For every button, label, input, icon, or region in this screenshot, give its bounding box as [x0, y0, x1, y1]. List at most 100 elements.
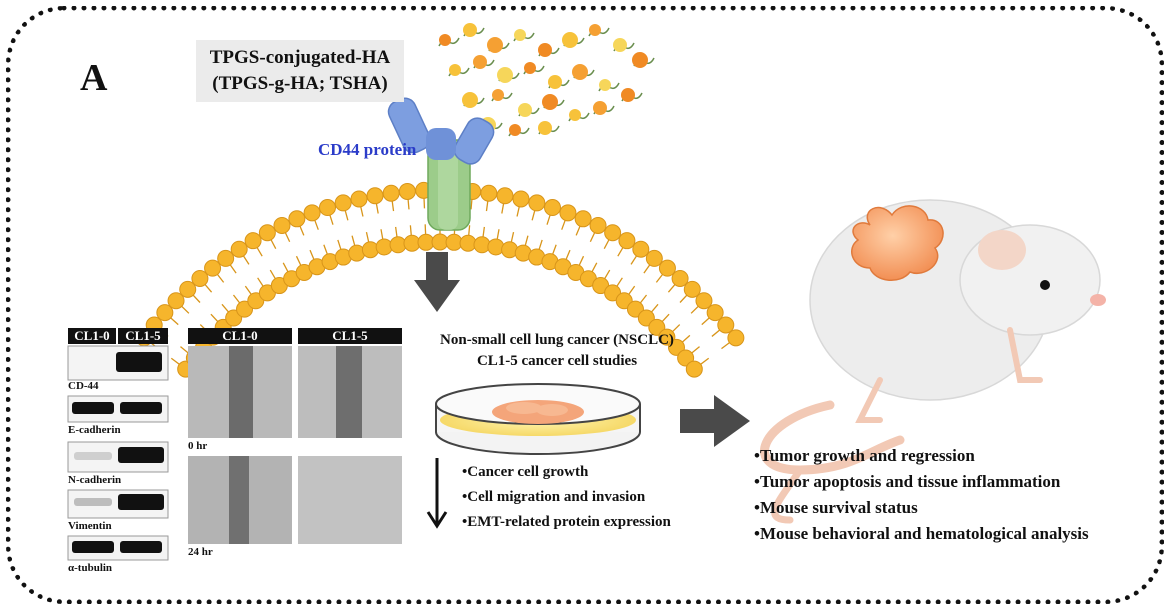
lipid-head [512, 190, 530, 208]
polymer-bead [613, 38, 627, 52]
lipid-head [350, 190, 368, 208]
polymer-bead [562, 32, 578, 48]
mouse-illustration [760, 199, 1106, 524]
lipid-head [366, 187, 384, 205]
lipid-head [319, 199, 337, 217]
migration-time-label: 24 hr [188, 546, 213, 558]
lipid-head [528, 194, 546, 212]
migration-column-header: CL1-5 [298, 328, 402, 344]
migration-time-label: 0 hr [188, 440, 208, 452]
lipid-head [717, 316, 735, 334]
polymer-bead [589, 24, 601, 36]
polymer-bead [621, 88, 635, 102]
lipid-head [334, 194, 352, 212]
conjugate-name: TPGS-conjugated-HA [209, 47, 391, 68]
lipid-head [382, 184, 400, 202]
lipid-head [645, 249, 663, 267]
polymer-bead [463, 23, 477, 37]
cell-effect-item: •Cancer cell growth [462, 464, 589, 480]
down-arrow-icon [414, 252, 460, 312]
lipid-head [217, 249, 235, 267]
lipid-head [589, 216, 607, 234]
cell-study-line1: Non-small cell lung cancer (NSCLC) [440, 332, 674, 348]
right-arrow-icon [680, 395, 750, 447]
lipid-head [604, 284, 622, 302]
lipid-head [543, 199, 561, 217]
polymer-bead [599, 79, 611, 91]
lipid-head [303, 204, 321, 222]
lipid-head [247, 292, 265, 310]
dotted-border-frame [6, 6, 1164, 604]
blot-protein-label: α-tubulin [68, 562, 113, 574]
polymer-bead [548, 75, 562, 89]
western-blot-panel [67, 345, 169, 561]
animal-outcome-item: •Tumor apoptosis and tissue inflammation [754, 472, 1061, 491]
lipid-head [156, 304, 174, 322]
polymer-bead [509, 124, 521, 136]
polymer-bead [593, 101, 607, 115]
polymer-cluster [438, 23, 655, 137]
lipid-head [273, 216, 291, 234]
lipid-head [496, 187, 514, 205]
blot-protein-label: N-cadherin [68, 474, 122, 486]
tumor-icon [851, 205, 944, 281]
lipid-head [179, 280, 197, 298]
lipid-head [559, 204, 577, 222]
polymer-bead [569, 109, 581, 121]
lipid-head [658, 259, 676, 277]
lipid-head [618, 232, 636, 250]
panel-letter: A [80, 57, 108, 99]
cell-effect-item: •Cell migration and invasion [462, 489, 646, 505]
lipid-head [632, 240, 650, 258]
blot-protein-label: Vimentin [68, 520, 112, 532]
polymer-bead [632, 52, 648, 68]
polymer-bead [572, 64, 588, 80]
blot-lane-header: CL1-5 [118, 328, 168, 344]
lipid-head [487, 238, 505, 256]
lipid-head [361, 241, 379, 259]
polymer-bead [542, 94, 558, 110]
cell-effect-item: •EMT-related protein expression [462, 514, 671, 530]
lipid-head [480, 184, 498, 202]
petri-dish-icon [435, 383, 641, 455]
polymer-bead [518, 103, 532, 117]
cd44-receptor-icon [387, 97, 495, 231]
lipid-head [244, 232, 262, 250]
cell-effects-list: •Cancer cell growth •Cell migration and … [462, 460, 671, 535]
animal-outcomes-list: •Tumor growth and regression •Tumor apop… [754, 443, 1089, 547]
migration-column-header: CL1-0 [188, 328, 292, 344]
lipid-head [574, 210, 592, 228]
polymer-bead [487, 37, 503, 53]
cell-study-line2: CL1-5 cancer cell studies [476, 353, 638, 369]
lipid-bilayer-membrane [135, 181, 745, 378]
lipid-head [230, 240, 248, 258]
animal-outcome-item: •Mouse behavioral and hematological anal… [754, 524, 1089, 543]
lipid-head [604, 224, 622, 242]
lipid-head [473, 236, 491, 254]
polymer-bead [514, 29, 526, 41]
blot-protein-label: CD-44 [68, 380, 99, 392]
animal-outcome-item: •Tumor growth and regression [754, 446, 975, 465]
lipid-head [167, 292, 185, 310]
cd44-protein-label: CD44 protein [318, 140, 417, 159]
lipid-head [375, 238, 393, 256]
blot-protein-label: E-cadherin [68, 424, 121, 436]
lipid-head [204, 259, 222, 277]
polymer-bead [462, 92, 478, 108]
lipid-head [671, 269, 689, 287]
polymer-bead [439, 34, 451, 46]
lipid-head [727, 329, 745, 347]
animal-outcome-item: •Mouse survival status [754, 498, 918, 517]
polymer-bead [492, 89, 504, 101]
polymer-bead [538, 43, 552, 57]
conjugate-title-box: TPGS-conjugated-HA (TPGS-g-HA; TSHA) [196, 40, 404, 102]
polymer-bead [497, 67, 513, 83]
lipid-head [191, 269, 209, 287]
blot-lane-header: CL1-0 [68, 328, 116, 344]
lipid-head [695, 292, 713, 310]
lipid-head [258, 224, 276, 242]
lipid-head [685, 360, 703, 378]
lipid-head [288, 210, 306, 228]
migration-assay-panel [188, 346, 402, 544]
